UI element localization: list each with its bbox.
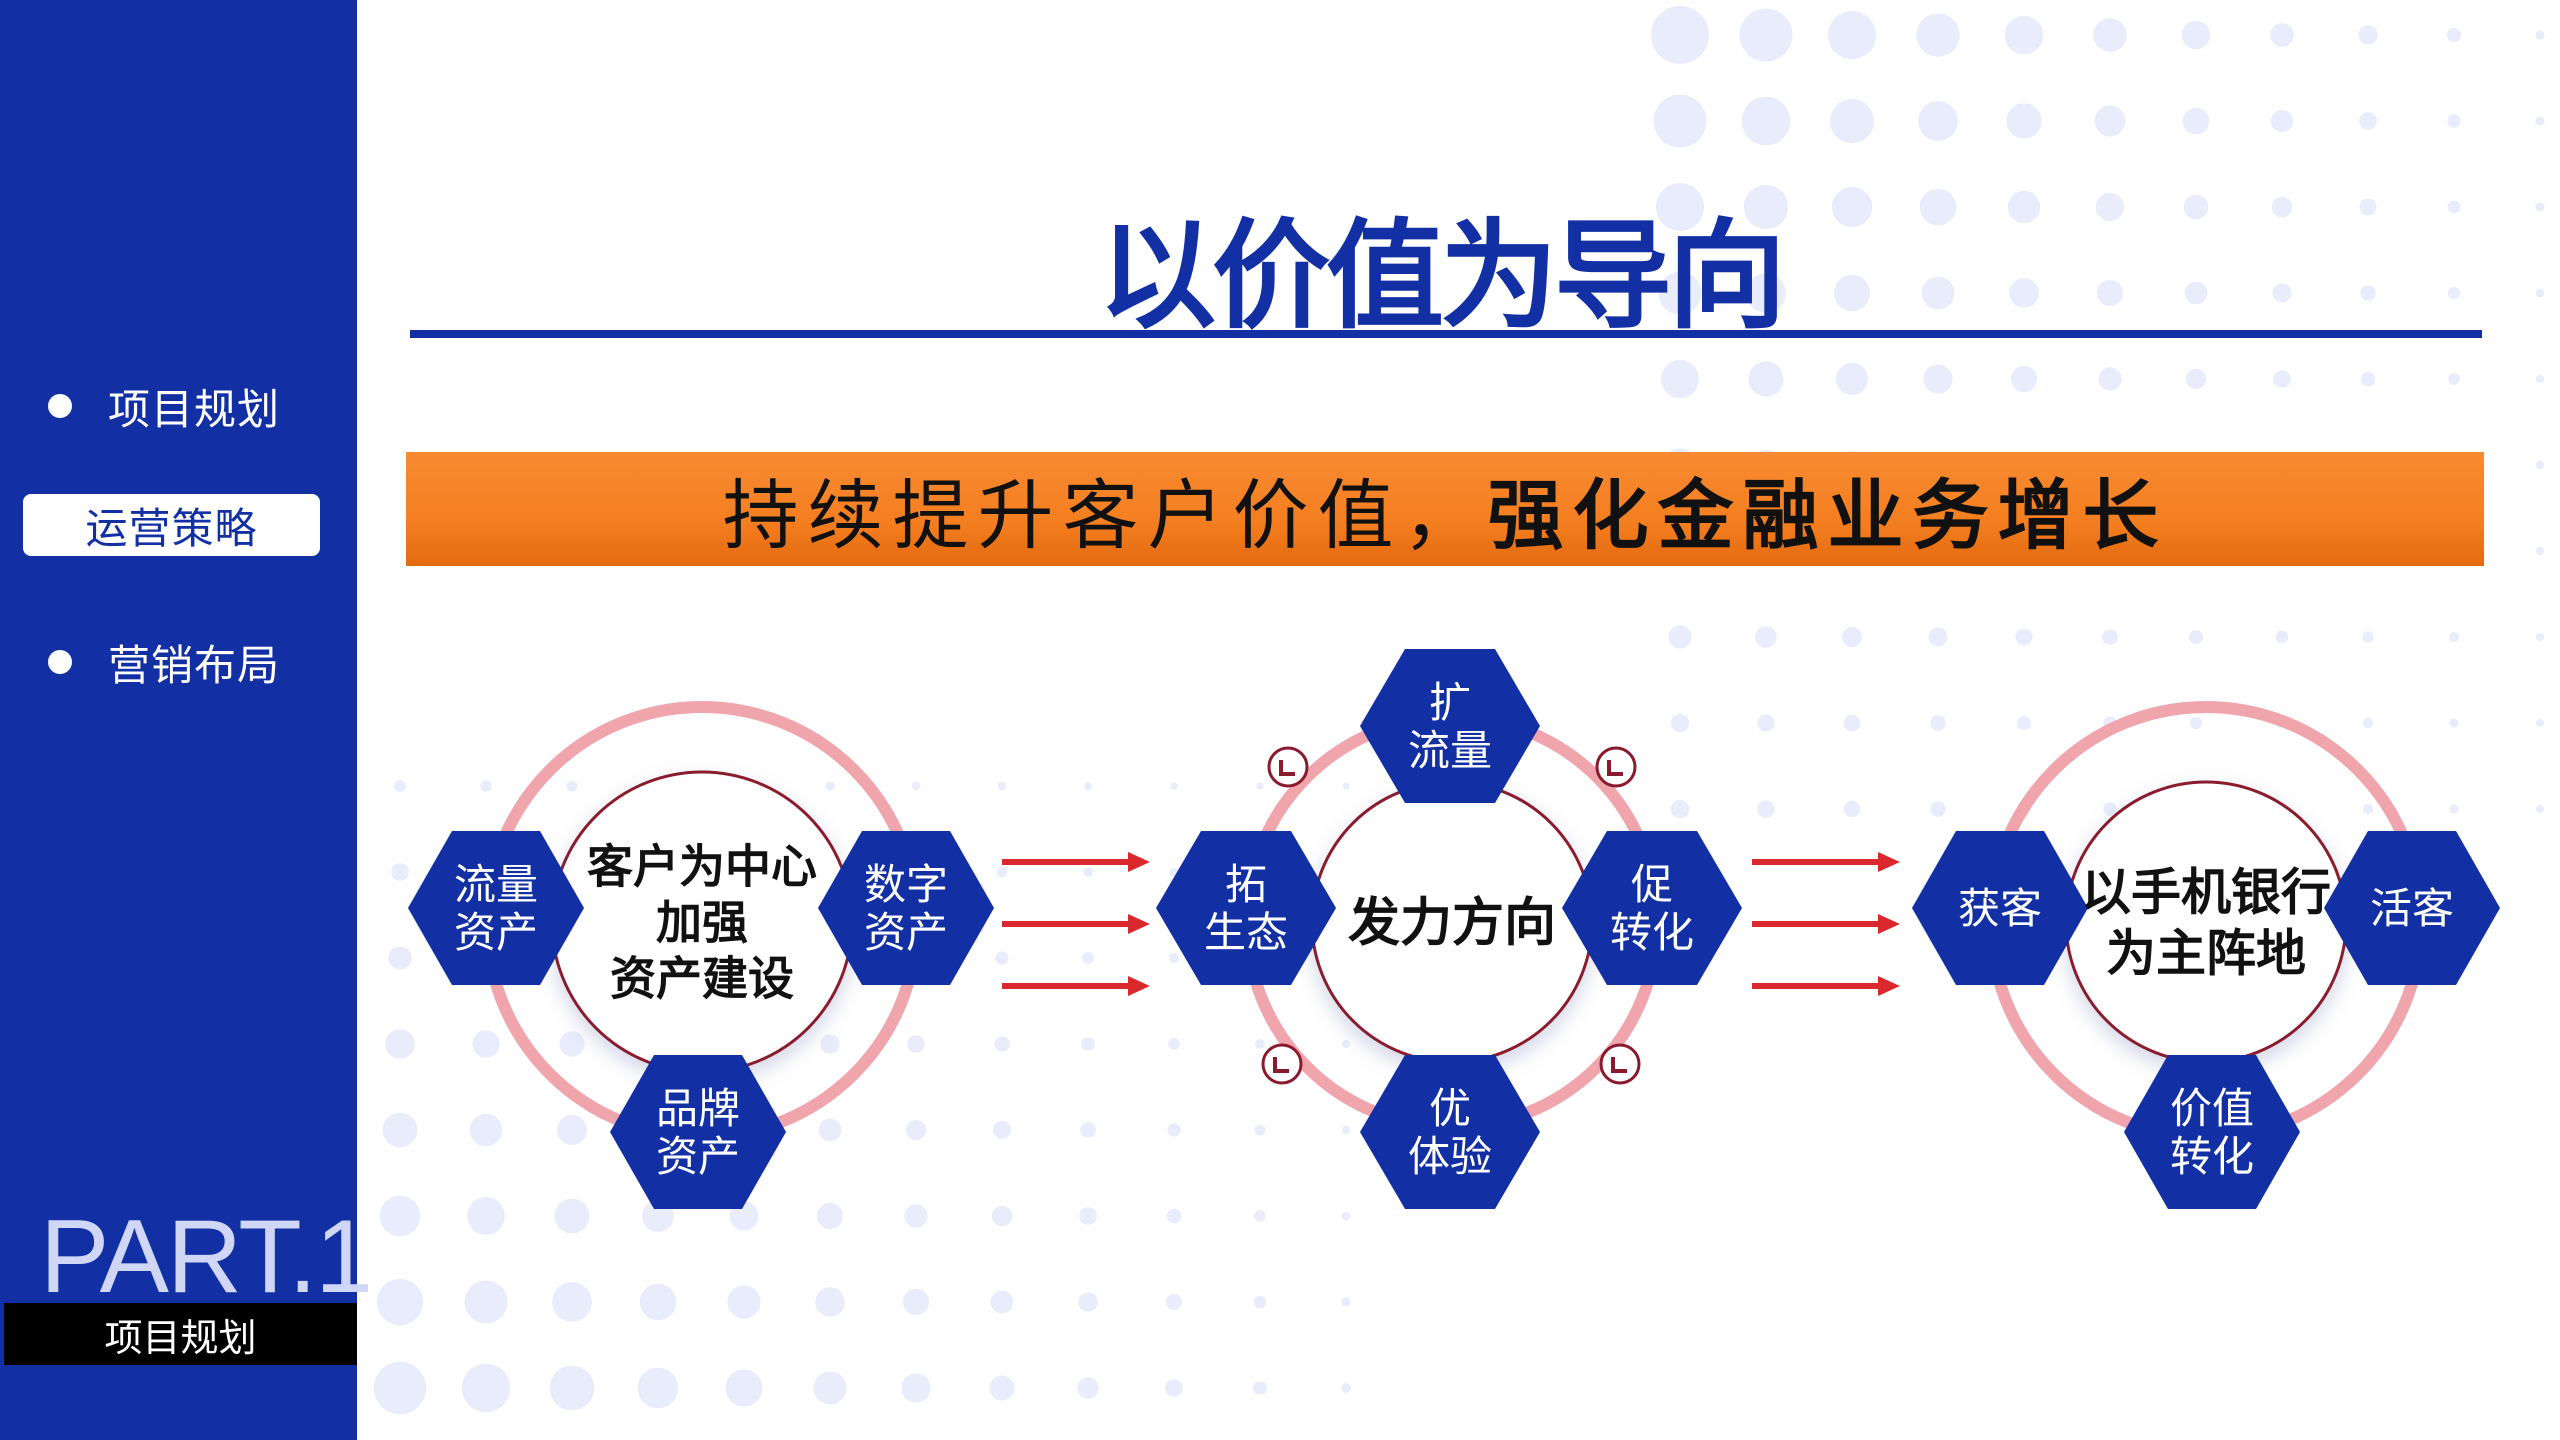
hexagon-label: 数字资产	[864, 860, 948, 957]
hexagon-bottom	[2124, 1055, 2300, 1209]
arrow-down-left-icon	[1267, 746, 1309, 788]
banner-text-bold: 强化金融业务增长	[1487, 471, 2168, 560]
part-caption: 项目规划	[4, 1303, 357, 1365]
hexagon-label: 优体验	[1408, 1084, 1492, 1181]
flow-arrow	[1002, 976, 1150, 996]
bullet-icon	[48, 650, 72, 674]
part-label: PART.1	[40, 1199, 373, 1315]
arrow-down-right-icon	[1261, 1043, 1303, 1085]
banner-text-normal: 持续提升客户价值，	[722, 471, 1488, 560]
hexagon-left	[1156, 831, 1336, 985]
arrow-up-right-icon	[1599, 1043, 1641, 1085]
center-circle	[2064, 780, 2348, 1064]
center-label: 客户为中心加强资产建设	[587, 839, 817, 1005]
page-title: 以价值为导向	[1097, 207, 1786, 345]
hexagon-label: 价值转化	[2170, 1084, 2254, 1181]
title-divider	[410, 330, 2482, 338]
hexagon-bottom	[1360, 1055, 1540, 1209]
flow-arrow	[1002, 914, 1150, 934]
hexagon-left	[408, 831, 584, 985]
flow-arrow	[1752, 852, 1900, 872]
hexagon-label: 获客	[1958, 884, 2042, 933]
nav-item-label: 项目规划	[108, 384, 281, 434]
hexagon-right	[2324, 831, 2500, 985]
hexagon-bottom	[610, 1055, 786, 1209]
nav-item-label: 运营策略	[85, 503, 258, 553]
flow-arrow	[1752, 976, 1900, 996]
center-label: 以手机银行为主阵地	[2081, 864, 2331, 983]
sidebar: 项目规划 运营策略 营销布局 PART.1 项目规划	[0, 0, 373, 1440]
hexagon-label: 扩流量	[1408, 678, 1492, 775]
flow-arrow	[1002, 852, 1150, 872]
bullet-icon	[48, 394, 72, 418]
hexagon-left	[1912, 831, 2088, 985]
hexagon-right	[1562, 831, 1742, 985]
flow-arrow	[1752, 914, 1900, 934]
hexagon-top	[1360, 649, 1540, 803]
nav-item-operation-strategy[interactable]: 运营策略	[23, 494, 320, 556]
hexagon-label: 品牌资产	[656, 1084, 740, 1181]
subtitle-banner: 持续提升客户价值，强化金融业务增长	[406, 452, 2484, 566]
center-label: 发力方向	[1348, 894, 1556, 954]
nav-item-project-planning[interactable]: 项目规划	[48, 376, 280, 436]
hexagon-label: 流量资产	[454, 860, 538, 957]
nav-item-label: 营销布局	[108, 640, 281, 690]
hexagon-right	[818, 831, 994, 985]
hexagon-label: 活客	[2370, 884, 2454, 933]
hexagon-label: 拓生态	[1204, 860, 1288, 957]
arrow-up-right-icon	[1595, 746, 1637, 788]
nav-item-marketing-layout[interactable]: 营销布局	[48, 632, 280, 692]
hexagon-label: 促转化	[1610, 860, 1694, 957]
